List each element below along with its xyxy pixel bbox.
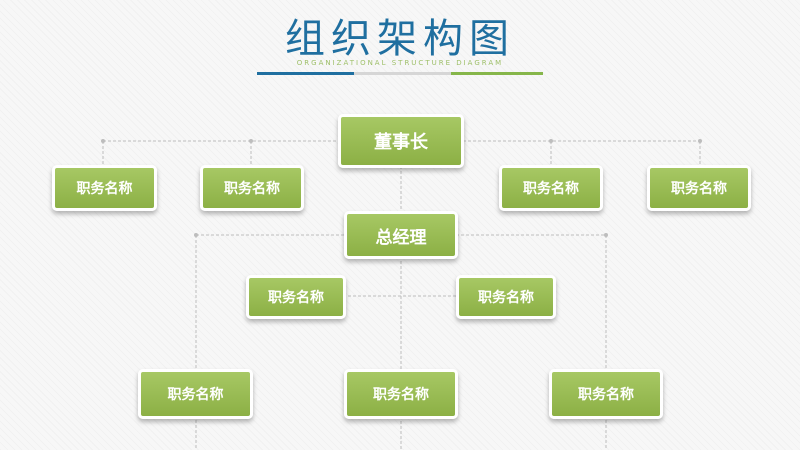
title-underline-green: [451, 72, 543, 75]
node-top-position-2[interactable]: 职务名称: [200, 165, 304, 211]
node-bottom-position-3[interactable]: 职务名称: [549, 369, 663, 419]
title-underline-blue: [257, 72, 354, 75]
node-general-manager[interactable]: 总经理: [344, 211, 458, 259]
node-top-position-1[interactable]: 职务名称: [52, 165, 157, 211]
node-middle-position-1[interactable]: 职务名称: [246, 275, 346, 319]
node-middle-position-2[interactable]: 职务名称: [456, 275, 556, 319]
connector-dot: [698, 139, 702, 143]
node-top-position-3[interactable]: 职务名称: [499, 165, 603, 211]
connector-dot: [101, 139, 105, 143]
connector-dot: [249, 139, 253, 143]
page-title: 组织架构图: [285, 16, 515, 62]
connector-dot: [549, 139, 553, 143]
node-bottom-position-2[interactable]: 职务名称: [344, 369, 458, 419]
page-subtitle: ORGANIZATIONAL STRUCTURE DIAGRAM: [296, 59, 504, 67]
node-top-position-4[interactable]: 职务名称: [647, 165, 751, 211]
connector-dot: [604, 233, 608, 237]
connector-dot: [194, 233, 198, 237]
title-underline-gray: [354, 72, 451, 75]
node-bottom-position-1[interactable]: 职务名称: [138, 369, 253, 419]
node-chairman[interactable]: 董事长: [338, 114, 464, 168]
